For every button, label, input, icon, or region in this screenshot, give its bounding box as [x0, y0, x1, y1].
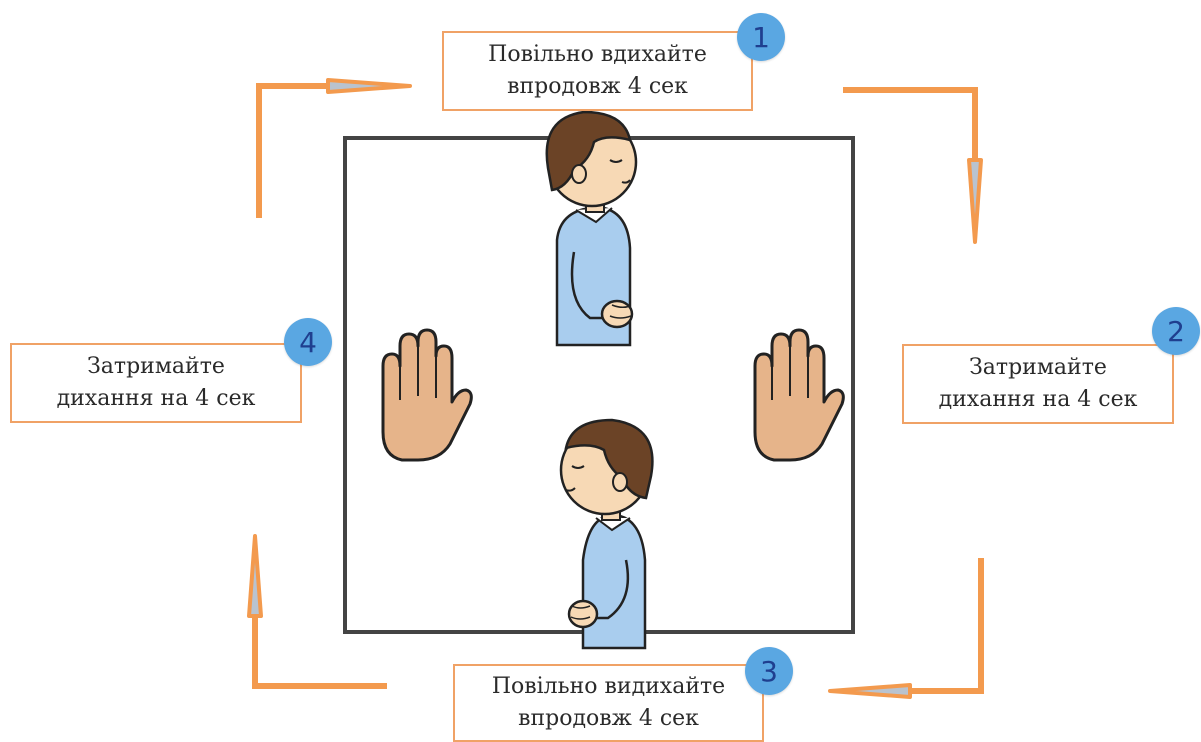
step-2-box: Затримайте дихання на 4 сек	[902, 344, 1174, 424]
step-4-line2: дихання на 4 сек	[57, 383, 256, 415]
step-1-badge: 1	[737, 13, 785, 61]
step-1-line2: впродовж 4 сек	[507, 71, 688, 103]
step-3-line1: Повільно видихайте	[492, 671, 725, 703]
step-1-line1: Повільно вдихайте	[488, 39, 707, 71]
step-2-badge: 2	[1152, 307, 1200, 355]
step-4-badge: 4	[284, 318, 332, 366]
step-2-line1: Затримайте	[969, 352, 1107, 384]
step-3-box: Повільно видихайте впродовж 4 сек	[453, 664, 764, 742]
step-2-line2: дихання на 4 сек	[939, 384, 1138, 416]
step-1-box: Повільно вдихайте впродовж 4 сек	[442, 31, 753, 111]
step-3-line2: впродовж 4 сек	[518, 703, 699, 735]
boy-inhaling-illustration	[547, 112, 636, 345]
step-3-badge: 3	[745, 647, 793, 695]
step-4-line1: Затримайте	[87, 351, 225, 383]
step-4-box: Затримайте дихання на 4 сек	[10, 343, 302, 423]
arrow-top-right	[843, 90, 981, 242]
